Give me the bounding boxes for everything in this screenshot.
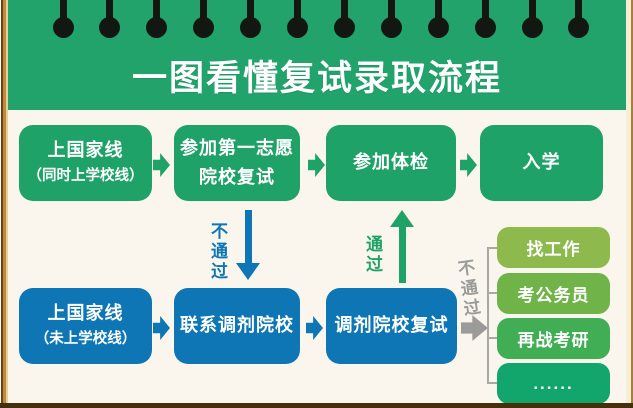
bracket-line [487,247,489,384]
header-banner: 一图看懂复试录取流程 [8,0,626,110]
binder-pin [427,0,449,40]
binder-pins [52,0,590,40]
binder-pin [240,0,262,40]
binder-pin [193,0,215,40]
fail-down-label: 不通过 [208,222,227,282]
binder-pin [287,0,309,40]
arrow-right-icon [306,316,323,340]
binder-pin [52,0,74,40]
flow-box-enrollment: 入学 [480,125,603,201]
fail-right-label: 不通过 [453,257,482,321]
binder-pin [99,0,121,40]
bracket-tick [488,247,497,249]
arrow-right-icon [153,153,170,177]
flow-box-label: 联系调剂院校 [180,315,294,336]
flow-box-first-choice-retest: 参加第一志愿 院校复试 [174,125,300,201]
arrow-right-icon [460,153,477,177]
bracket-tick [488,382,497,384]
binder-pin [146,0,168,40]
arrow-right-icon [308,153,325,177]
binder-pin [474,0,496,40]
flow-box-sublabel: （同时上学校线） [27,168,144,185]
flow-box-label: 入学 [522,152,561,173]
binder-pin [568,0,590,40]
binder-pin [521,0,543,40]
outcome-box-other: ...... [497,363,610,404]
binder-pin [380,0,402,40]
flow-box-adjustment-retest: 调剂院校复试 [326,288,457,364]
flow-box-sublabel: （未上学校线） [34,331,137,348]
flow-box-label: 参加体检 [353,152,429,173]
pass-up-label: 通过 [363,235,382,275]
flow-box-national-line-no-school-line: 上国家线 （未上学校线） [19,288,152,364]
flow-box-label: 参加第一志愿 [180,137,294,158]
page-right-edge [626,0,633,408]
flow-box-label: 上国家线 [47,302,124,323]
bracket-tick [488,337,497,339]
arrow-down-icon [236,210,260,280]
flow-box-label: 调剂院校复试 [334,315,449,336]
outcome-box-civil-service: 考公务员 [497,273,610,314]
binder-pin [333,0,355,40]
bracket-tick [488,292,497,294]
outcome-box-retake-exam: 再战考研 [497,318,610,359]
page-title: 一图看懂复试录取流程 [131,59,502,98]
flow-box-contact-adjustment: 联系调剂院校 [174,288,300,364]
arrow-up-icon [390,210,414,283]
page-bottom-edge [0,403,633,408]
flow-box-national-line-school-line: 上国家线 （同时上学校线） [19,125,152,201]
page-left-edge [0,0,8,408]
flow-box-label: 上国家线 [47,139,124,160]
outcome-box-find-job: 找工作 [497,227,610,268]
flow-box-medical-exam: 参加体检 [326,125,456,201]
arrow-right-icon [153,316,170,340]
flow-box-sublabel: 院校复试 [199,166,275,187]
